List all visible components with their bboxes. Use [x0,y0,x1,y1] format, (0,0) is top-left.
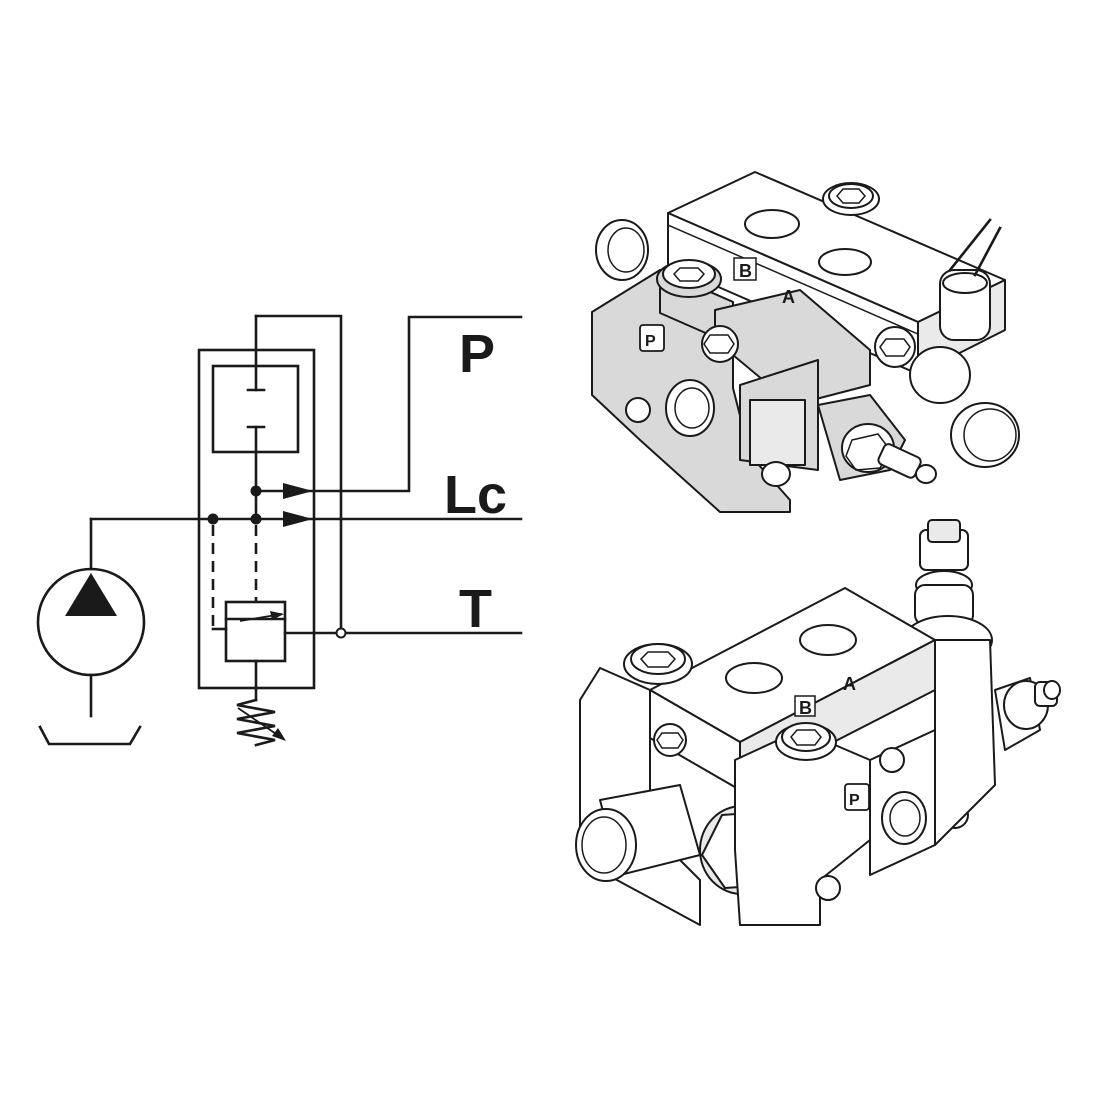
tank-symbol [38,725,142,746]
hydraulic-schematic: P Lc T [36,314,523,747]
pump-symbol [36,517,146,718]
arrow-p [283,483,313,499]
valve-bottom-label-a: A [843,674,856,694]
valve-top-label-b: B [739,261,752,281]
crossover-t [335,627,347,639]
relief-valve-symbol [224,600,343,702]
check-valve-box [211,314,300,522]
tank-return-loop [254,314,343,635]
adjustable-spring-symbol [236,698,286,747]
valve-illustration-bottom: B A P [575,519,1061,926]
valve-bottom-label-p: P [849,792,860,809]
valve-top-label-p: P [645,333,656,350]
port-label-p: P [459,324,495,384]
valve-illustration-top: P B A [591,171,1020,513]
junction-lc-right [250,513,262,525]
valve-top-label-a: A [782,287,795,307]
line-p [254,315,523,493]
junction-p [250,485,262,497]
junction-lc-left [207,513,219,525]
port-label-lc: Lc [444,465,507,525]
port-label-t: T [459,579,492,639]
arrow-lc [283,511,313,527]
valve-bottom-label-b: B [799,698,812,718]
